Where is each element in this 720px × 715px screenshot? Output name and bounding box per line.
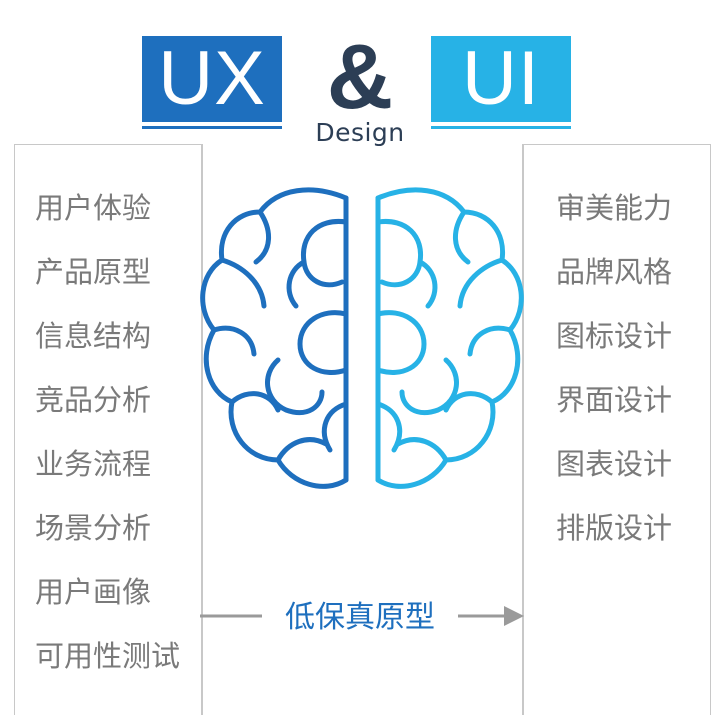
brain-icon [200,187,524,489]
ux-underline [142,126,282,129]
ux-skill-panel: 用户体验 产品原型 信息结构 竞品分析 业务流程 场景分析 用户画像 可用性测试 [14,144,203,715]
ui-label: UI [462,36,540,121]
ui-item: 界面设计 [556,383,673,417]
brain-left-hemisphere [200,187,349,489]
ui-item: 审美能力 [556,191,673,225]
ui-item: 图标设计 [556,319,673,353]
ux-item: 竞品分析 [35,383,152,417]
ux-item: 信息结构 [35,319,152,353]
ui-item: 排版设计 [556,511,673,545]
ui-underline [431,126,571,129]
ui-item: 图表设计 [556,447,673,481]
ux-label: UX [158,36,266,121]
ampersand: & [326,26,394,128]
design-label: Design [315,118,405,147]
ux-badge: UX [142,36,282,122]
ui-skill-panel: 审美能力 品牌风格 图标设计 界面设计 图表设计 排版设计 [522,144,711,715]
ux-item: 产品原型 [35,255,152,289]
brain-right-hemisphere [375,187,524,489]
ui-badge: UI [431,36,571,122]
flow-label: 低保真原型 [262,598,458,638]
ux-item: 场景分析 [35,511,152,545]
ux-item: 用户画像 [35,575,152,609]
ux-item: 用户体验 [35,191,152,225]
ux-item: 业务流程 [35,447,152,481]
ui-item: 品牌风格 [556,255,673,289]
ux-item: 可用性测试 [35,639,181,673]
